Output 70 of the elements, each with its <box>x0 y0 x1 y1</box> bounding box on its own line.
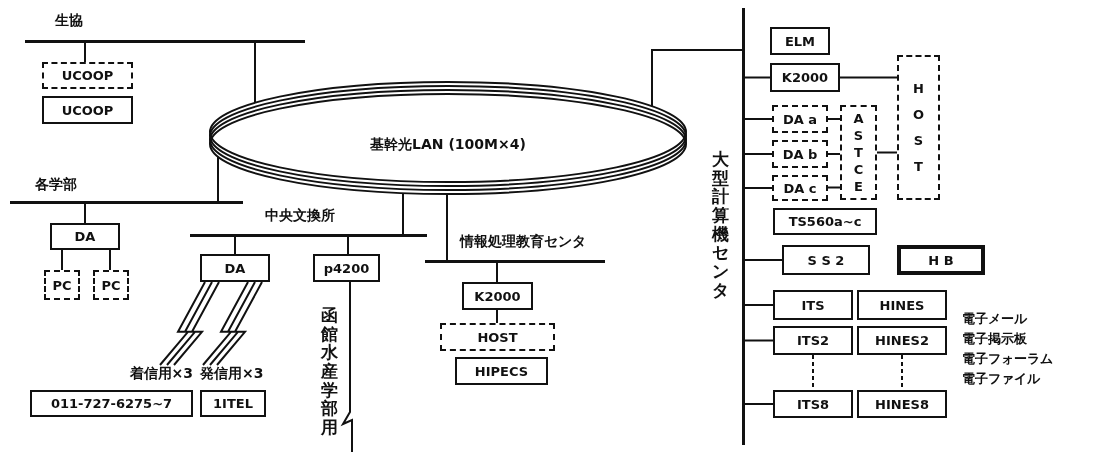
link-line <box>61 249 63 271</box>
device-box: K2000 <box>462 282 533 310</box>
device-box: HOST <box>440 323 555 351</box>
device-box: UCOOP <box>42 96 133 124</box>
device-box: UCOOP <box>42 62 133 89</box>
device-box: K2000 <box>770 63 840 92</box>
network-label: 生協 <box>55 12 83 30</box>
device-box: ITS <box>773 290 853 320</box>
link-line <box>109 249 111 271</box>
network-label: 各学部 <box>35 176 77 194</box>
link-line <box>742 339 774 342</box>
device-box: PC <box>93 270 129 300</box>
cable-line <box>340 281 353 452</box>
device-box: DA a <box>772 105 828 133</box>
link-line <box>839 76 898 79</box>
link-line <box>651 49 745 108</box>
link-line <box>876 151 898 154</box>
device-box: ITS8 <box>773 390 853 418</box>
device-box: DA <box>50 223 120 250</box>
phone-line <box>202 281 263 366</box>
device-box: p4200 <box>313 254 380 282</box>
device-box: HINES8 <box>857 390 947 418</box>
device-box: HINES <box>857 290 947 320</box>
network-label: 中央文換所 <box>265 207 335 225</box>
link-line <box>446 193 448 263</box>
link-line <box>217 155 219 204</box>
phone-line <box>159 281 220 366</box>
link-line <box>827 118 841 120</box>
device-box: HOST <box>897 55 940 200</box>
link-line <box>496 260 498 283</box>
device-box: 1ITEL <box>200 390 266 417</box>
device-box: PC <box>44 270 80 300</box>
link-line <box>347 234 349 255</box>
site-label: 函館水産学部用 <box>321 306 338 437</box>
link-line <box>742 153 773 155</box>
device-box: HIPECS <box>455 357 548 385</box>
device-box: DA <box>200 254 270 282</box>
device-box: HINES2 <box>857 326 947 355</box>
link-line <box>742 304 774 306</box>
service-label: 電子フォーラム <box>962 350 1053 368</box>
service-label: 電子ファイル <box>962 370 1040 388</box>
device-box: DA c <box>772 175 828 201</box>
service-label: 電子掲示板 <box>962 330 1027 348</box>
link-line <box>827 186 841 189</box>
link-line <box>742 187 773 189</box>
link-line <box>496 309 498 324</box>
device-box: ELM <box>770 27 830 55</box>
link-line <box>827 153 841 155</box>
link-line <box>742 403 774 405</box>
link-line <box>742 259 783 261</box>
network-label: 基幹光LAN (100M×4) <box>370 136 526 154</box>
service-label: 電子メール <box>962 310 1027 328</box>
line-count-label: 着信用×3 <box>129 365 193 383</box>
device-box: 011-727-6275~7 <box>30 390 193 417</box>
device-box: H B <box>897 245 985 275</box>
device-box: S S 2 <box>782 245 870 275</box>
line-count-label: 発信用×3 <box>200 365 264 383</box>
link-line <box>84 201 86 224</box>
device-box: ITS2 <box>773 326 853 355</box>
link-line <box>234 234 236 255</box>
device-box: DA b <box>772 140 828 168</box>
link-line <box>84 40 86 63</box>
link-line <box>402 192 404 237</box>
link-line <box>742 76 771 79</box>
device-box: ASTCE <box>840 105 877 200</box>
device-box: TS560a~c <box>773 208 877 235</box>
network-label: 大型計算機センタ <box>712 150 729 300</box>
network-label: 情報処理教育センタ <box>460 233 586 251</box>
link-line <box>254 40 256 104</box>
link-line <box>742 118 773 120</box>
